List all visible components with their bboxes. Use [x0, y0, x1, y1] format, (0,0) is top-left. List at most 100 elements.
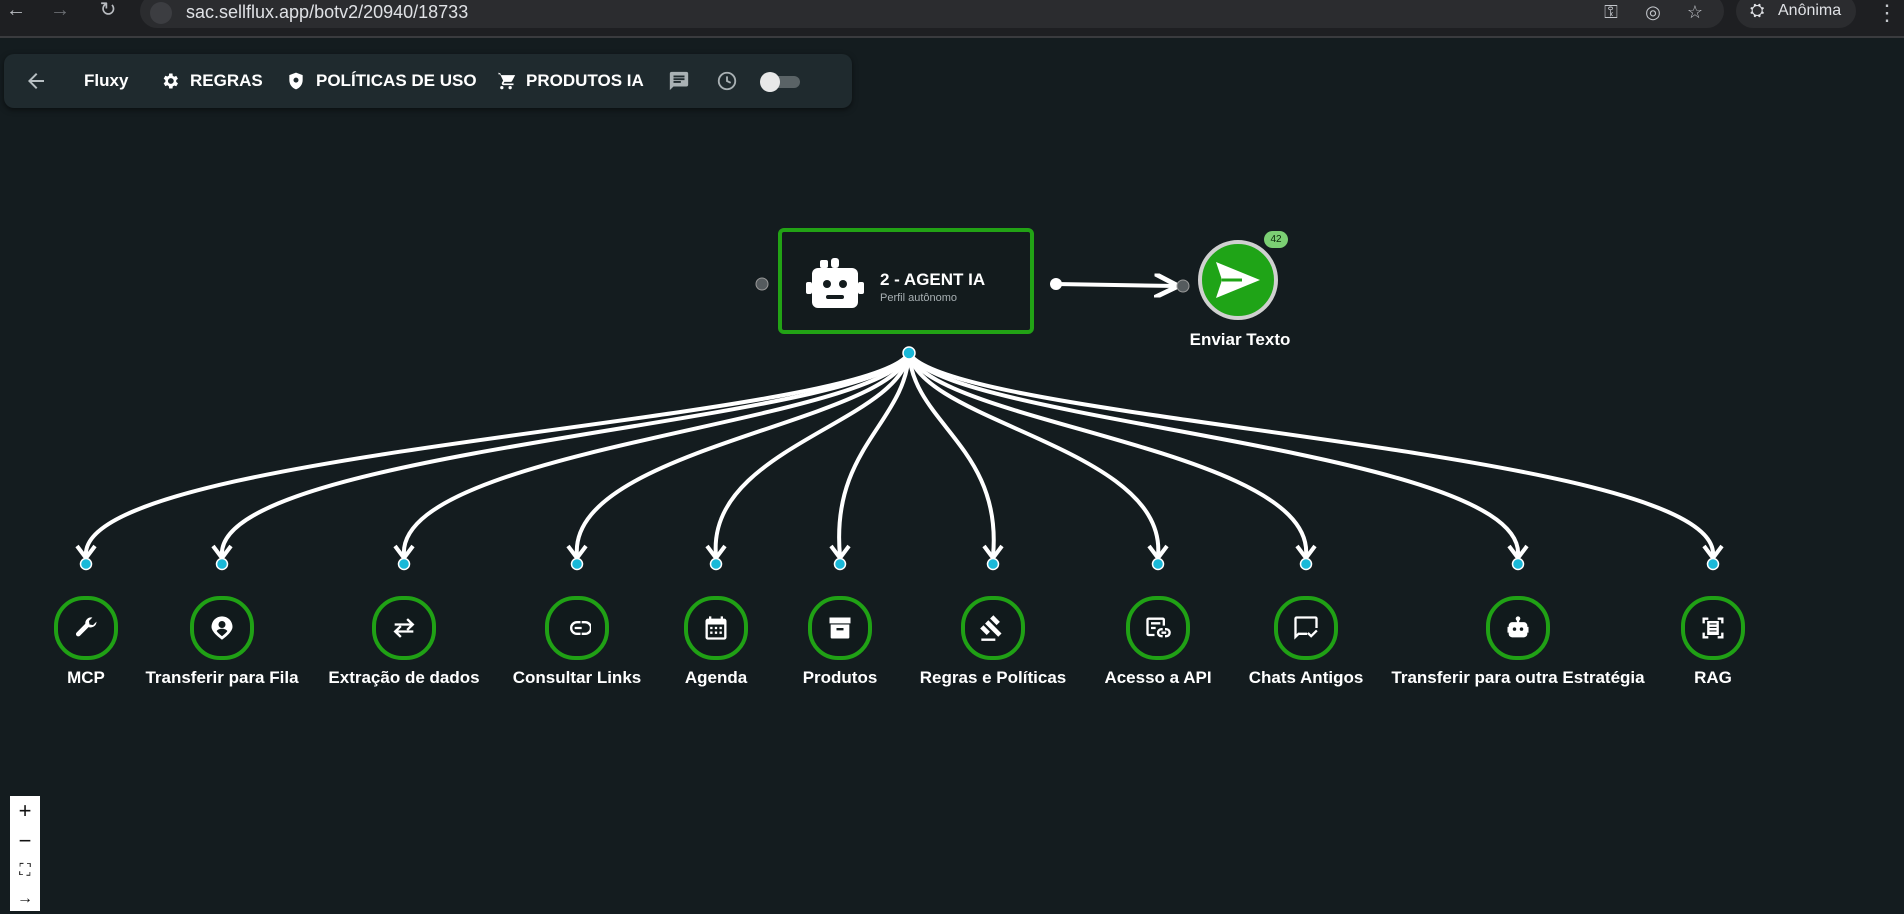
person-pin-icon — [211, 616, 233, 640]
fit-view-button[interactable]: ⛶ — [19, 862, 31, 879]
tool-node-8[interactable] — [1126, 596, 1190, 660]
tool-label-5: Agenda — [684, 668, 748, 687]
flow-edges — [75, 40, 1724, 571]
eye-off-icon[interactable]: ◎ — [1645, 2, 1661, 22]
tool-input-handle-4[interactable] — [570, 557, 584, 571]
browser-menu-icon[interactable]: ⋮ — [1876, 0, 1898, 25]
tool-node-2[interactable] — [190, 596, 254, 660]
tool-edge-4 — [574, 352, 911, 557]
tool-node-11[interactable] — [1681, 596, 1745, 660]
history-button[interactable] — [716, 54, 738, 108]
agent-title: 2 - AGENT IA — [880, 270, 986, 289]
app-toolbar: Fluxy REGRAS POLÍTICAS DE USO PRODUTOS I… — [4, 54, 852, 108]
arrow-left-icon — [28, 73, 44, 89]
tool-node-1[interactable] — [54, 596, 118, 660]
tool-input-handle-3[interactable] — [397, 557, 411, 571]
rules-label: REGRAS — [190, 71, 263, 90]
tool-node-10[interactable] — [1486, 596, 1550, 660]
star-icon[interactable]: ☆ — [1686, 2, 1704, 22]
tool-edge-2 — [219, 351, 911, 557]
tool-input-handle-7[interactable] — [986, 557, 1000, 571]
tool-label-10: Transferir para outra Estratégia — [1391, 668, 1645, 687]
key-icon[interactable]: ⚿ — [1604, 2, 1618, 22]
send-text-node[interactable] — [1198, 240, 1278, 320]
api-icon — [1146, 617, 1171, 638]
agent-output-handle[interactable] — [1050, 278, 1062, 290]
tool-node-6[interactable] — [808, 596, 872, 660]
send-count-badge: 42 — [1264, 231, 1288, 248]
archive-icon — [829, 617, 851, 639]
agent-node[interactable]: 2 - AGENT IA Perfil autônomo — [778, 228, 1034, 334]
cart-icon — [498, 72, 516, 90]
tool-input-handle-1[interactable] — [79, 557, 93, 571]
toggle-interactive-button[interactable]: → — [17, 890, 33, 907]
tool-label-6: Produtos — [802, 668, 878, 687]
chat-check-icon — [1294, 616, 1318, 640]
tool-input-handle-6[interactable] — [833, 557, 847, 571]
tool-edge-7 — [907, 352, 996, 557]
tool-edge-8 — [907, 352, 1161, 557]
send-input-handle[interactable] — [1176, 279, 1190, 293]
tool-edge-9 — [907, 352, 1309, 557]
tool-edge-10 — [907, 352, 1521, 557]
shield-icon — [289, 72, 303, 90]
back-button[interactable] — [24, 54, 48, 108]
site-info-icon[interactable] — [150, 2, 172, 24]
tool-input-handle-8[interactable] — [1151, 557, 1165, 571]
robot-icon — [806, 258, 864, 308]
tool-node-5[interactable] — [684, 596, 748, 660]
agent-tools-handle[interactable] — [902, 346, 916, 360]
zoom-out-button[interactable]: − — [18, 828, 32, 853]
send-text-label: Enviar Texto — [1189, 330, 1291, 349]
incognito-icon: ⛭ — [1750, 0, 1765, 20]
tool-node-4[interactable] — [545, 596, 609, 660]
chat-icon — [669, 71, 689, 91]
tool-node-3[interactable] — [372, 596, 436, 660]
rules-button[interactable]: REGRAS — [160, 54, 263, 108]
tool-label-3: Extração de dados — [328, 668, 480, 687]
zoom-in-button[interactable]: + — [18, 798, 32, 823]
tool-label-1: MCP — [67, 668, 105, 687]
back-icon[interactable]: ← — [6, 0, 26, 21]
clock-icon — [717, 71, 737, 91]
products-ia-button[interactable]: PRODUTOS IA — [496, 54, 644, 108]
products-ia-label: PRODUTOS IA — [526, 71, 644, 90]
flow-canvas[interactable]: 2 - AGENT IA Perfil autônomo 42 Enviar T… — [0, 40, 1904, 911]
tool-node-9[interactable] — [1274, 596, 1338, 660]
toolbar-title: Fluxy — [84, 71, 129, 90]
zoom-controls: + − ⛶ → — [10, 796, 40, 911]
toggle-knob — [760, 72, 780, 92]
policies-label: POLÍTICAS DE USO — [316, 71, 477, 90]
tool-input-handle-2[interactable] — [215, 557, 229, 571]
agent-input-handle[interactable] — [755, 277, 769, 291]
tool-input-handle-11[interactable] — [1706, 557, 1720, 571]
send-icon — [1216, 262, 1260, 298]
url-text[interactable]: sac.sellflux.app/botv2/20940/18733 — [186, 2, 469, 22]
policies-button[interactable]: POLÍTICAS DE USO — [286, 54, 477, 108]
tool-label-11: RAG — [1694, 668, 1732, 687]
calendar-icon — [705, 616, 727, 640]
chat-button[interactable] — [668, 54, 690, 108]
tool-input-handle-10[interactable] — [1511, 557, 1525, 571]
reload-icon[interactable]: ↻ — [99, 0, 117, 21]
address-bar[interactable]: sac.sellflux.app/botv2/20940/18733 ⚿ ◎ ☆ — [140, 0, 1724, 28]
tool-edge-3 — [401, 352, 911, 557]
tool-input-handle-9[interactable] — [1299, 557, 1313, 571]
agent-subtitle: Perfil autônomo — [880, 292, 958, 304]
incognito-label: Anônima — [1778, 2, 1842, 19]
tool-edge-11 — [907, 351, 1716, 557]
tool-edge-6 — [837, 352, 911, 557]
mode-toggle[interactable] — [760, 71, 800, 92]
tool-label-2: Transferir para Fila — [145, 668, 299, 687]
tool-edge-5 — [713, 352, 911, 557]
tool-label-4: Consultar Links — [512, 668, 642, 687]
tool-node-7[interactable] — [961, 596, 1025, 660]
incognito-badge[interactable]: ⛭ Anônima — [1736, 0, 1856, 28]
tool-label-9: Chats Antigos — [1248, 668, 1364, 687]
agent-to-tools-edges — [75, 351, 1724, 562]
tool-input-handle-5[interactable] — [709, 557, 723, 571]
wrench-icon — [75, 617, 97, 637]
forward-icon[interactable]: → — [50, 0, 70, 21]
tool-edge-1 — [83, 351, 911, 557]
gavel-icon — [980, 615, 1002, 641]
